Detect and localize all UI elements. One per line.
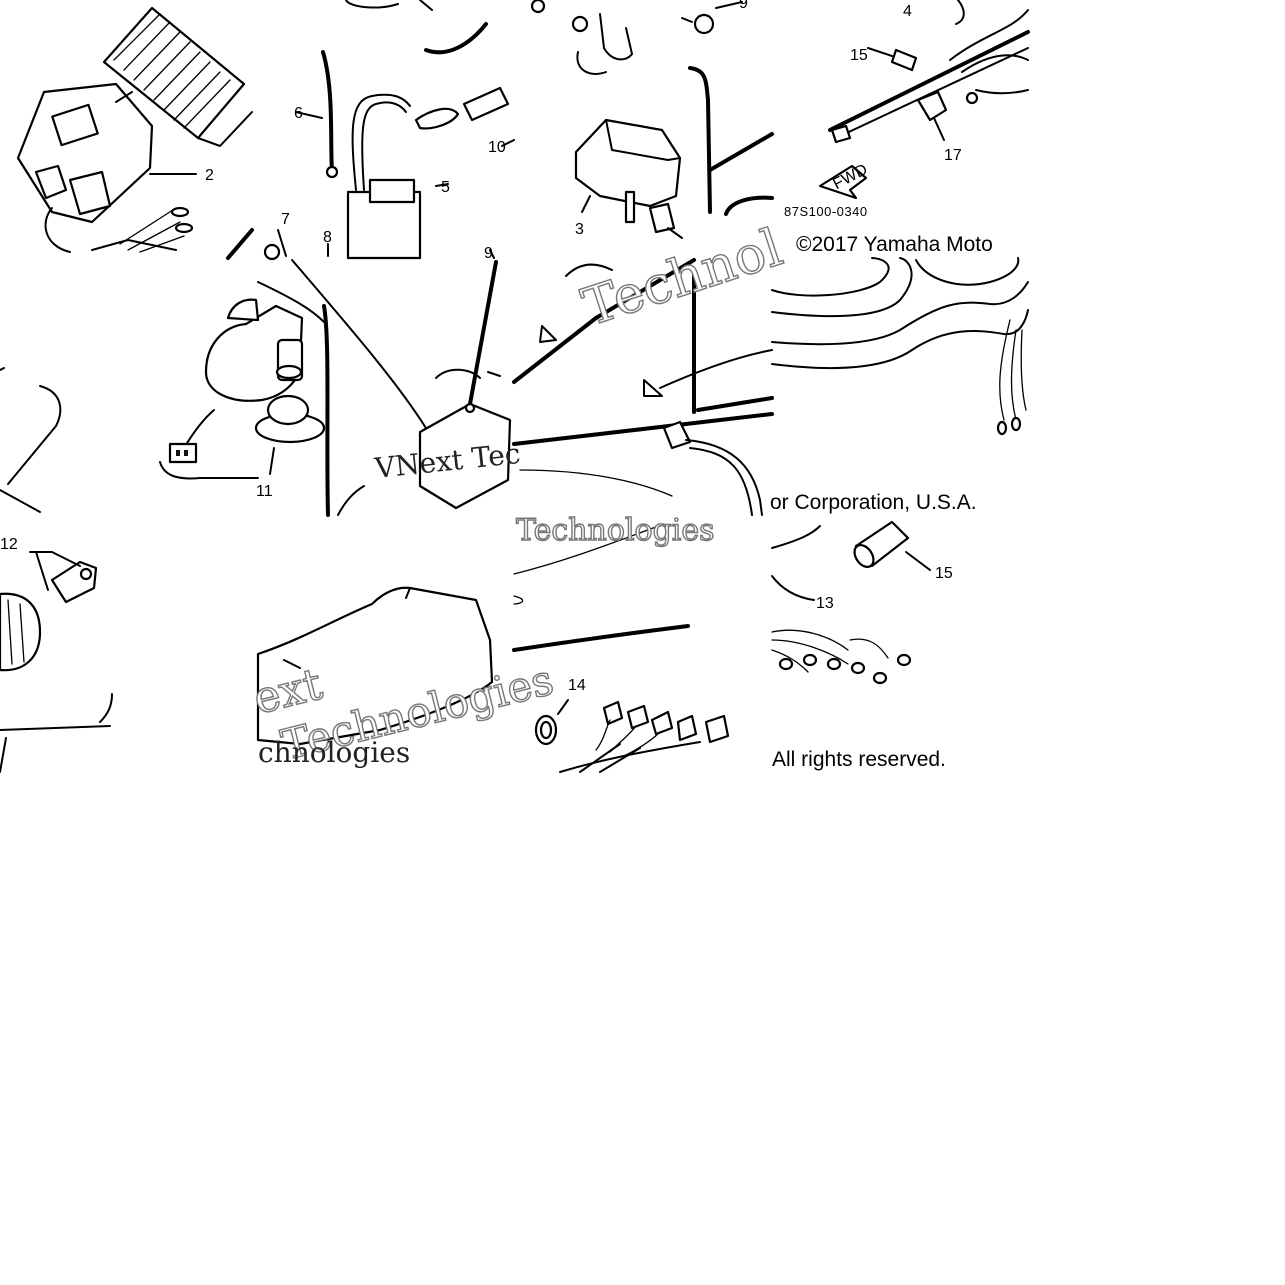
wire-harness-top-part	[818, 0, 1030, 200]
copyright-segment-3: All rights reserved.	[772, 748, 946, 771]
rectifier-regulator-part	[530, 0, 774, 239]
ignition-coil-part	[263, 0, 515, 261]
callout-6: 6	[294, 105, 303, 122]
callout-5: 5	[441, 179, 450, 196]
connector-sleeve-part	[771, 520, 931, 685]
harness-connector-part	[512, 258, 774, 516]
callout-12: 12	[0, 536, 18, 553]
callout-3: 3	[575, 221, 584, 238]
callout-11: 11	[256, 483, 273, 500]
callout-7: 7	[281, 211, 290, 228]
frame-outline-left	[0, 367, 62, 513]
seat-part	[256, 586, 494, 746]
harness-grommet-part	[512, 523, 730, 773]
callout-13: 13	[816, 595, 834, 612]
wire-loops-part	[771, 257, 1029, 436]
callout-9-lower: 9	[484, 245, 493, 262]
callout-16: 15	[850, 47, 868, 64]
callout-14: 14	[568, 677, 586, 694]
callout-17: 17	[944, 147, 962, 164]
watermark-3: Technologies	[516, 513, 715, 548]
callout-15-label: 15	[935, 565, 953, 582]
cdi-and-horn-part	[159, 259, 512, 517]
watermark-6: chnologies	[258, 736, 410, 769]
callout-10: 10	[488, 139, 506, 156]
callout-8: 8	[323, 229, 332, 246]
callout-9-upper: 9	[739, 0, 748, 12]
copyright-segment-1: ©2017 Yamaha Moto	[796, 233, 993, 256]
handlebar-switch-part	[16, 6, 254, 260]
callout-2: 2	[205, 167, 214, 184]
main-switch-and-key-part	[0, 551, 113, 773]
watermark-1: Technol	[575, 218, 789, 339]
callout-4: 4	[903, 3, 912, 20]
drawing-code: 87S100-0340	[784, 204, 868, 219]
copyright-segment-2: or Corporation, U.S.A.	[770, 491, 977, 514]
